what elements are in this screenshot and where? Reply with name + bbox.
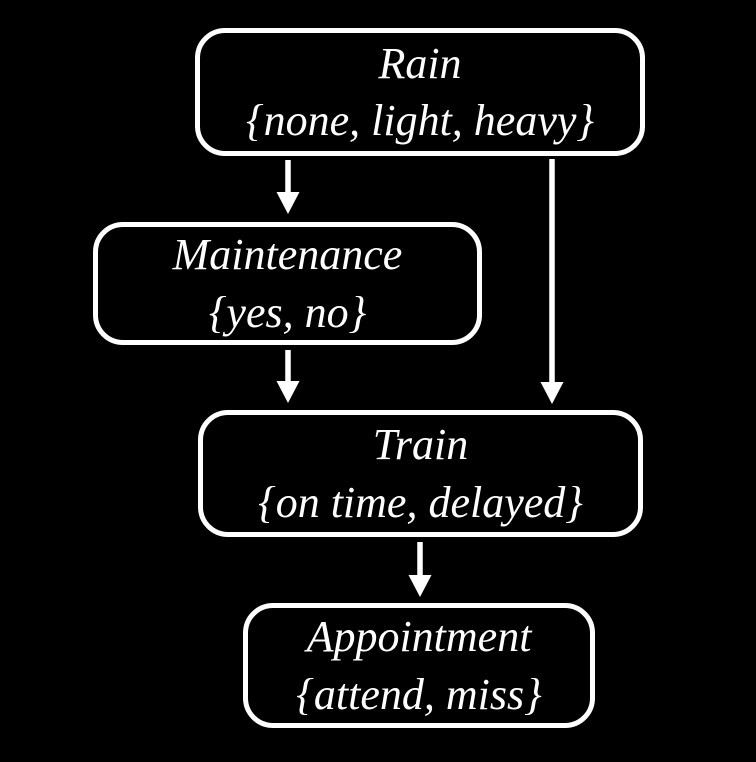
node-label: Maintenance: [172, 230, 403, 280]
node-label: Rain: [378, 38, 462, 88]
node-label: Train: [372, 420, 469, 470]
arrow-head-icon: [276, 381, 300, 403]
arrow-head-icon: [276, 192, 300, 214]
node-domain-values: {attend, miss}: [296, 669, 542, 719]
node-appointment: Appointment {attend, miss}: [243, 603, 595, 728]
node-domain-values: {none, light, heavy}: [246, 96, 594, 145]
arrow-rain-to-train: [540, 159, 564, 404]
arrow-maintenance-to-train: [276, 350, 300, 403]
arrow-train-to-appointment: [408, 542, 432, 597]
node-domain-values: {yes, no}: [208, 287, 367, 337]
arrow-rain-to-maintenance: [276, 160, 300, 214]
node-domain-values: {on time, delayed}: [258, 477, 583, 527]
arrow-head-icon: [540, 382, 564, 404]
node-maintenance: Maintenance {yes, no}: [93, 222, 482, 345]
arrow-head-icon: [408, 575, 432, 597]
node-label: Appointment: [306, 612, 532, 662]
node-rain: Rain {none, light, heavy}: [195, 28, 645, 156]
node-train: Train {on time, delayed}: [198, 410, 643, 537]
